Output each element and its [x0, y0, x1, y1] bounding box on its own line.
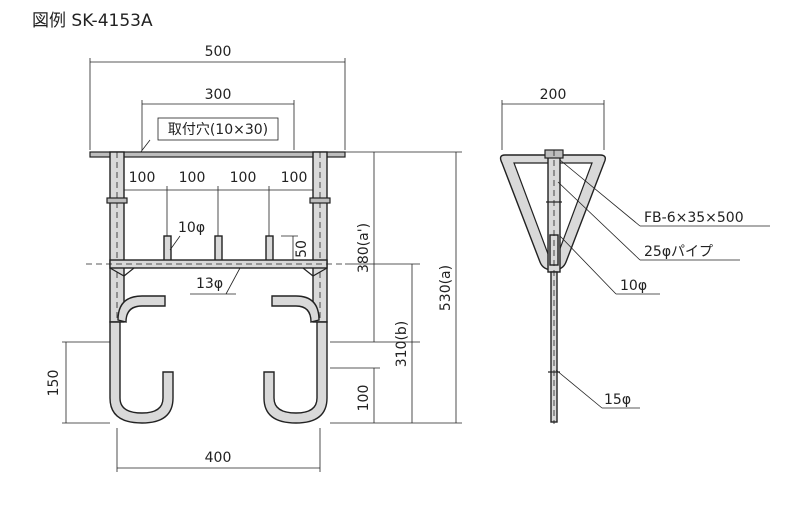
rod-10-callout: 10φ [559, 235, 660, 295]
dim-100-text: 100 [356, 385, 372, 412]
dim-vertical-set: 380(a') 310(b) 530(a) 100 [330, 151, 462, 424]
bar-diameter-text: 13φ [196, 276, 223, 292]
cross-bar [86, 259, 345, 277]
dim-hook-length-text: 150 [46, 370, 62, 397]
flat-bar-callout: FB-6×35×500 [559, 159, 770, 227]
rod-diameter-callout: 10φ [169, 220, 205, 251]
right-hook [263, 295, 328, 424]
dim-hook-length: 150 [46, 341, 110, 424]
dim-post-spacing-2: 100 [179, 170, 206, 186]
dim-hook-spacing-text: 400 [205, 450, 232, 466]
pipe-callout: 25φパイプ [557, 181, 740, 261]
dim-530-text: 530(a) [438, 265, 454, 311]
left-post [106, 151, 128, 323]
dim-post-spacing-4: 100 [281, 170, 308, 186]
drawing-title: 図例 SK-4153A [32, 11, 153, 31]
rod-15-text: 15φ [604, 392, 631, 408]
small-rods [163, 235, 274, 263]
dim-side-width: 200 [501, 87, 605, 150]
pipe-text: 25φパイプ [644, 244, 713, 260]
dim-380-text: 380(a') [356, 223, 372, 273]
flat-bar-text: FB-6×35×500 [644, 210, 744, 226]
rod-10-text: 10φ [620, 278, 647, 294]
side-pipe [544, 149, 564, 424]
mounting-hole-text: 取付穴(10×30) [168, 122, 268, 138]
rod-15-callout: 15φ [555, 369, 640, 409]
dim-rod-height-text: 50 [294, 240, 310, 258]
bar-diameter-callout: 13φ [190, 267, 241, 295]
dim-post-spacing-1: 100 [129, 170, 156, 186]
dim-hole-pitch: 300 [141, 87, 295, 150]
dim-total-width: 500 [89, 44, 346, 150]
dim-post-spacing-3: 100 [230, 170, 257, 186]
dim-total-width-text: 500 [205, 44, 232, 60]
dim-310-text: 310(b) [394, 321, 410, 368]
right-post [309, 151, 331, 323]
dim-hole-pitch-text: 300 [205, 87, 232, 103]
rod-diameter-text: 10φ [178, 220, 205, 236]
left-hook [109, 295, 174, 424]
dim-side-width-text: 200 [540, 87, 567, 103]
dim-rod-height: 50 [281, 235, 310, 262]
top-flat-bar [89, 151, 346, 158]
mounting-hole-callout: 取付穴(10×30) [139, 117, 279, 154]
dim-hook-spacing: 400 [116, 428, 321, 472]
